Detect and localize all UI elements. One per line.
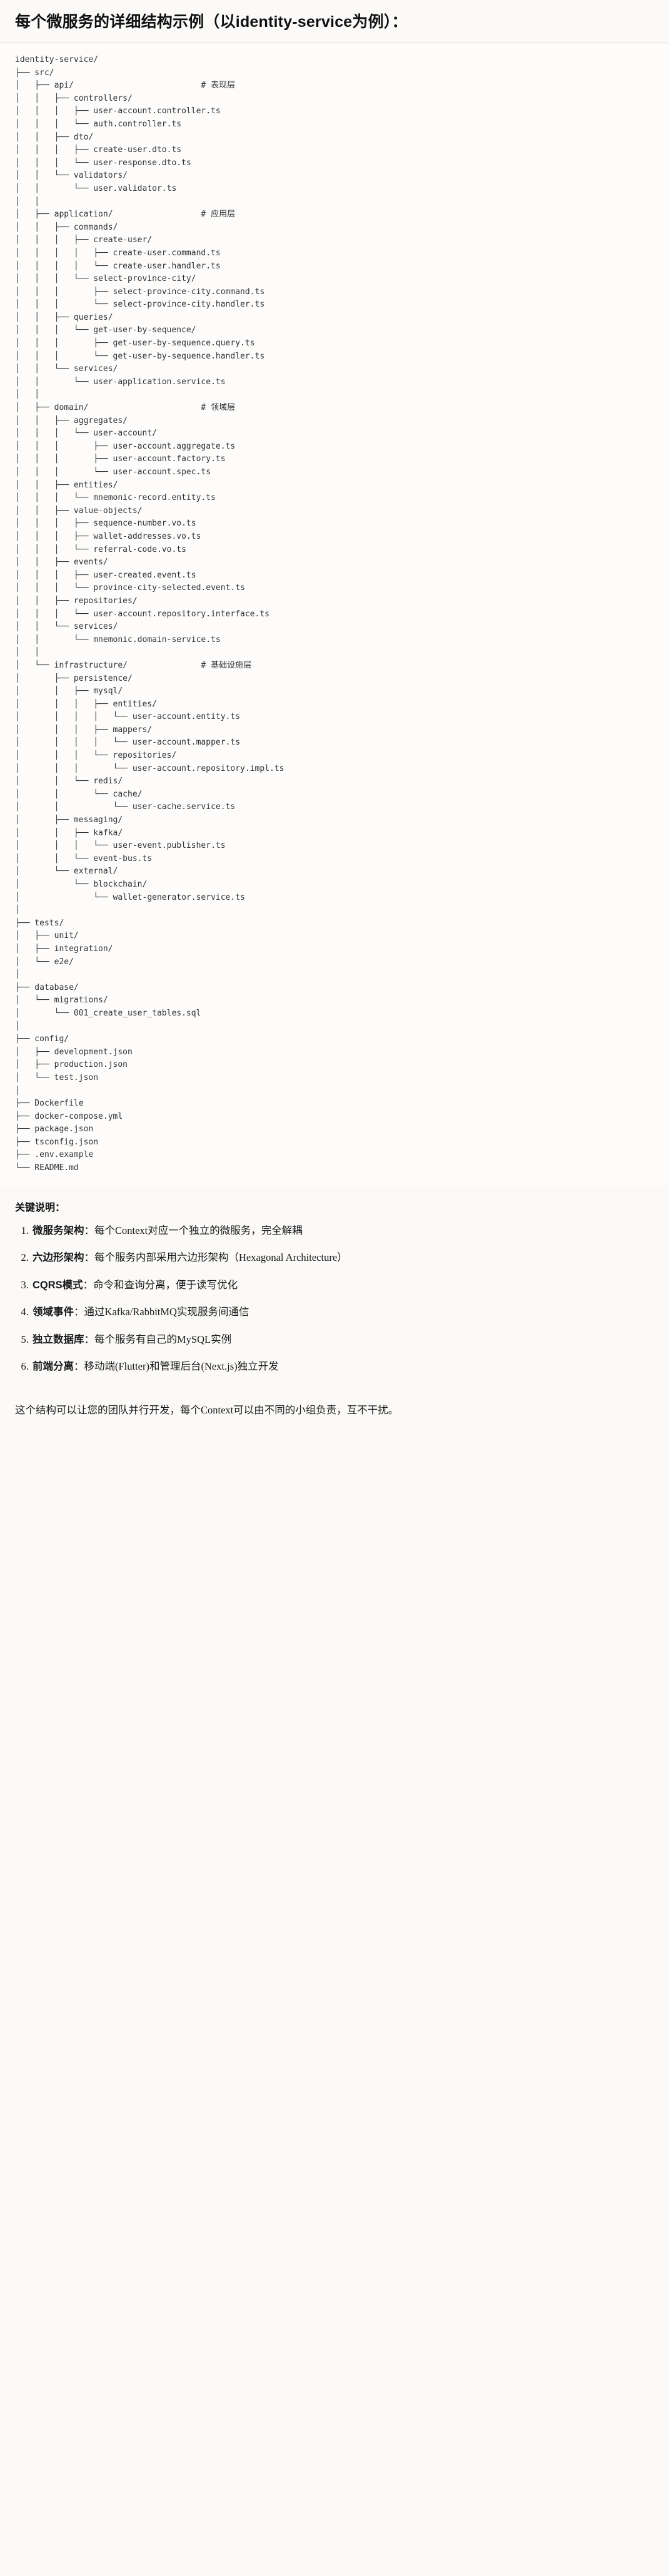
keypoint-separator: ： (74, 1360, 84, 1373)
keypoint-description: 移动端(Flutter)和管理后台(Next.js)独立开发 (84, 1360, 279, 1373)
page-title: 每个微服务的详细结构示例（以identity-service为例）： (15, 13, 408, 31)
directory-tree: identity-service/ ├── src/ │ ├── api/ # … (15, 55, 284, 1173)
keypoint-term: 六边形架构 (33, 1252, 84, 1264)
keypoint-description: 每个服务有自己的MySQL实例 (94, 1333, 232, 1345)
keypoints-section: 关键说明： 微服务架构：每个Context对应一个独立的微服务，完全解耦 六边形… (0, 1186, 669, 1392)
list-item: 前端分离：移动端(Flutter)和管理后台(Next.js)独立开发 (31, 1358, 654, 1375)
list-item: 微服务架构：每个Context对应一个独立的微服务，完全解耦 (31, 1223, 654, 1240)
keypoint-description: 命令和查询分离，便于读写优化 (93, 1278, 238, 1291)
keypoints-list: 微服务架构：每个Context对应一个独立的微服务，完全解耦 六边形架构：每个服… (15, 1223, 654, 1375)
keypoint-term: 独立数据库 (33, 1333, 84, 1345)
list-item: 领域事件：通过Kafka/RabbitMQ实现服务间通信 (31, 1304, 654, 1321)
list-item: 六边形架构：每个服务内部采用六边形架构（Hexagonal Architectu… (31, 1250, 654, 1266)
keypoint-term: CQRS模式 (33, 1279, 83, 1291)
keypoint-separator: ： (84, 1333, 95, 1345)
keypoint-term: 微服务架构 (33, 1224, 84, 1236)
directory-tree-block: identity-service/ ├── src/ │ ├── api/ # … (0, 45, 669, 1186)
keypoint-description: 每个Context对应一个独立的微服务，完全解耦 (94, 1224, 303, 1236)
list-item: 独立数据库：每个服务有自己的MySQL实例 (31, 1331, 654, 1348)
keypoint-separator: ： (83, 1278, 94, 1291)
heading-divider (0, 42, 669, 43)
keypoint-description: 通过Kafka/RabbitMQ实现服务间通信 (84, 1306, 249, 1318)
list-item: CQRS模式：命令和查询分离，便于读写优化 (31, 1277, 654, 1294)
keypoints-title: 关键说明： (15, 1202, 66, 1213)
keypoint-term: 前端分离 (33, 1361, 74, 1373)
closing-note: 这个结构可以让您的团队并行开发，每个Context可以由不同的小组负责，互不干扰… (15, 1404, 399, 1417)
keypoint-separator: ： (74, 1306, 84, 1318)
keypoint-separator: ： (84, 1251, 95, 1264)
keypoint-description: 每个服务内部采用六边形架构（Hexagonal Architecture） (94, 1251, 348, 1264)
keypoint-term: 领域事件 (33, 1306, 74, 1318)
keypoint-separator: ： (84, 1224, 95, 1236)
